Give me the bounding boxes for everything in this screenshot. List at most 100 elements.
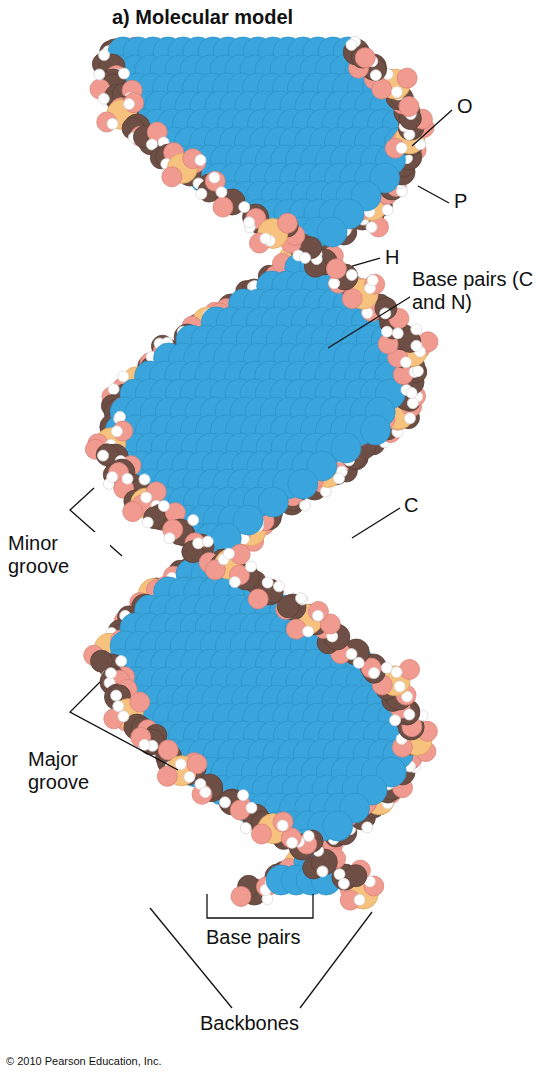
atom-sphere	[342, 289, 362, 309]
atom-sphere	[248, 589, 268, 609]
atom-sphere	[262, 577, 273, 588]
atom-sphere	[391, 87, 402, 98]
atom-sphere	[113, 701, 124, 712]
atom-sphere	[246, 802, 257, 813]
part-label: Base pairs (C and N)	[410, 268, 536, 314]
leader-line	[352, 258, 380, 266]
atom-sphere	[107, 471, 118, 482]
atom-sphere	[244, 217, 255, 228]
atom-sphere	[331, 433, 361, 463]
atom-sphere	[366, 222, 377, 233]
atom-sphere	[364, 876, 384, 896]
atom-sphere	[394, 681, 405, 692]
atom-sphere	[122, 473, 133, 484]
atom-sphere	[346, 39, 357, 50]
atom-sphere	[238, 790, 249, 801]
atom-sphere	[300, 252, 311, 263]
part-label: Minor groove	[6, 532, 110, 578]
atom-label: O	[455, 95, 475, 118]
atom-sphere	[123, 502, 143, 522]
atom-sphere	[338, 878, 349, 889]
atom-sphere	[239, 202, 250, 213]
part-label: Backbones	[198, 1012, 301, 1035]
atom-sphere	[213, 197, 233, 217]
atom-label: C	[402, 494, 420, 517]
atom-sphere	[355, 48, 375, 68]
atom-sphere	[216, 187, 227, 198]
atom-sphere	[368, 668, 379, 679]
atom-sphere	[196, 188, 207, 199]
atom-sphere	[164, 533, 175, 544]
atom-sphere	[397, 68, 417, 88]
atom-sphere	[111, 426, 122, 437]
copyright-note: © 2010 Pearson Education, Inc.	[4, 1055, 163, 1068]
atom-sphere	[346, 649, 357, 660]
atom-sphere	[142, 517, 153, 528]
leader-line	[418, 186, 449, 203]
atom-sphere	[354, 894, 365, 905]
atom-sphere	[411, 340, 422, 351]
leader-line	[150, 908, 232, 1008]
atom-sphere	[323, 811, 353, 841]
leader-line	[328, 292, 418, 348]
base-pair-bracket	[207, 894, 313, 918]
atom-sphere	[219, 797, 230, 808]
atom-sphere	[209, 172, 220, 183]
atom-sphere	[296, 593, 307, 604]
atom-sphere	[326, 259, 346, 279]
atom-sphere	[118, 68, 129, 79]
atom-sphere	[184, 772, 195, 783]
atom-sphere	[141, 492, 152, 503]
atom-sphere	[365, 274, 385, 294]
atom-sphere	[391, 667, 402, 678]
leader-line	[300, 912, 372, 1008]
atom-sphere	[99, 50, 110, 61]
atom-sphere	[98, 93, 109, 104]
atom-sphere	[94, 69, 105, 80]
atom-sphere	[360, 415, 390, 445]
atom-sphere	[362, 822, 373, 833]
atom-sphere	[193, 538, 204, 549]
atom-sphere	[231, 886, 251, 906]
atom-sphere	[260, 233, 271, 244]
leader-line	[352, 508, 400, 538]
atom-sphere	[139, 739, 150, 750]
atom-sphere	[139, 474, 150, 485]
atom-sphere	[175, 759, 186, 770]
atom-sphere	[111, 690, 122, 701]
atom-sphere	[303, 831, 314, 842]
atom-sphere	[98, 450, 109, 461]
atom-sphere	[251, 824, 271, 844]
atom-sphere	[277, 820, 288, 831]
part-label: Major groove	[26, 748, 130, 794]
atom-sphere	[367, 275, 378, 286]
part-label: Base pairs	[204, 926, 303, 949]
atom-sphere	[229, 576, 240, 587]
atom-sphere	[118, 711, 129, 722]
atom-label: H	[383, 246, 401, 269]
atom-sphere	[240, 823, 251, 834]
leader-line	[412, 110, 452, 146]
atom-sphere	[118, 371, 129, 382]
atom-sphere	[158, 500, 169, 511]
atom-sphere	[187, 754, 207, 774]
atom-sphere	[108, 384, 119, 395]
atom-sphere	[246, 561, 257, 572]
atom-sphere	[346, 269, 357, 280]
atom-sphere	[202, 536, 213, 547]
atom-sphere	[195, 155, 206, 166]
atom-sphere	[390, 715, 401, 726]
atom-label: P	[452, 190, 469, 213]
atom-sphere	[116, 656, 127, 667]
atom-sphere	[277, 213, 297, 233]
atom-sphere	[381, 326, 392, 337]
figure-title: a) Molecular model	[112, 6, 293, 29]
atom-sphere	[381, 662, 392, 673]
atom-sphere	[334, 473, 345, 484]
atom-sphere	[399, 96, 419, 116]
atom-sphere	[192, 784, 212, 804]
atom-sphere	[124, 93, 144, 113]
atom-sphere	[406, 387, 417, 398]
atom-sphere	[162, 167, 182, 187]
